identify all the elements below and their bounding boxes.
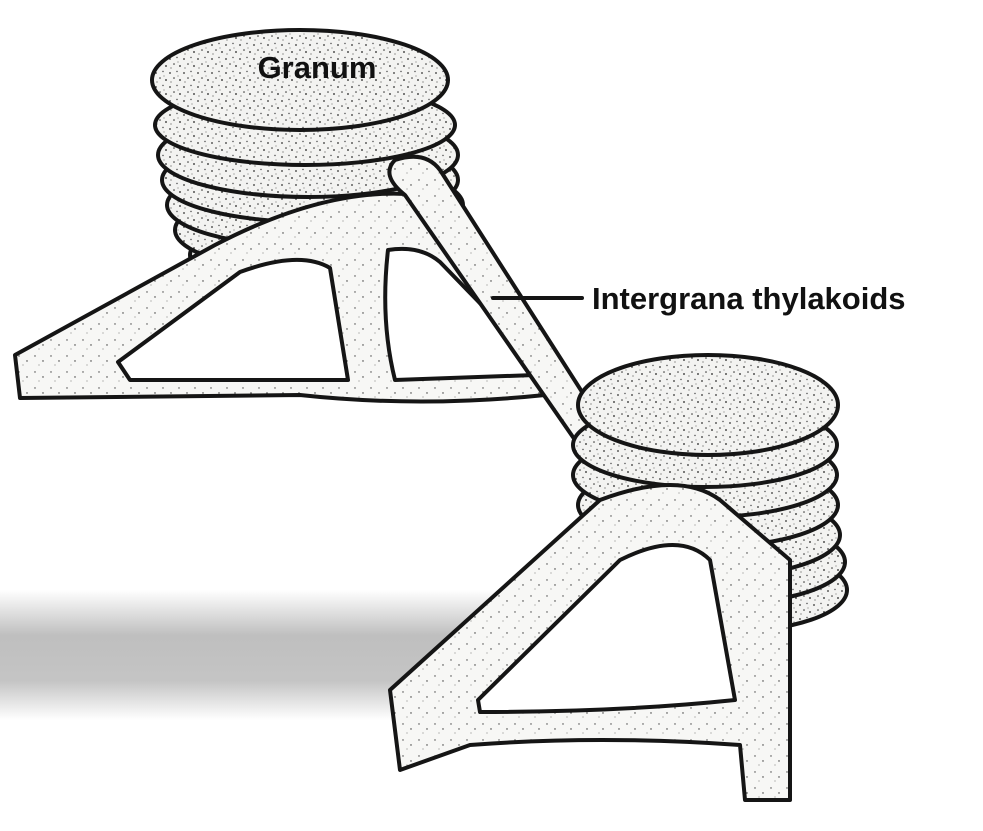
stroma-lamella-lower [390, 485, 790, 800]
label-intergrana-thylakoids: Intergrana thylakoids [592, 281, 906, 316]
label-granum: Granum [258, 50, 377, 85]
